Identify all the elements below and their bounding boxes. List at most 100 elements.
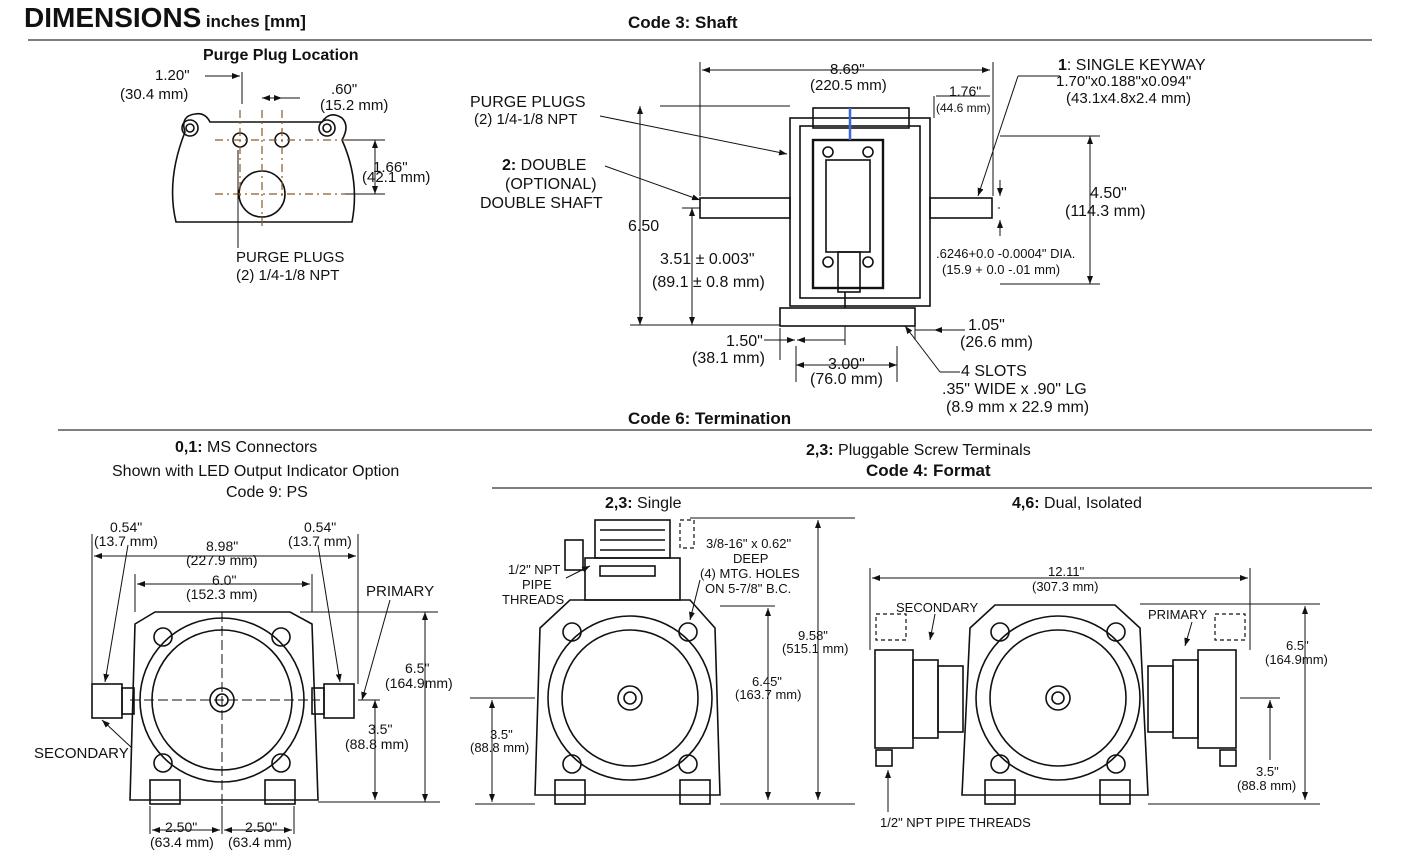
shaft-base-1: 1.50" [726,333,763,350]
dual-dims [869,568,1320,812]
purge-plugs-label-1: PURGE PLUGS [236,249,344,266]
purge-dim-3: 1.66" [373,159,408,176]
ms-width-mm: (227.9 mm) [186,552,258,568]
single-npt-1: 1/2" NPT [508,562,560,577]
purge-dim-3mm: (42.1 mm) [362,169,430,186]
single-height-2: 6.45" [752,674,782,689]
single-holes-3: (4) MTG. HOLES [700,566,800,581]
shaft-slots-2: .35" WIDE x .90" LG [942,381,1087,398]
shaft-dims [599,62,1100,382]
shaft-diameter-mm: (15.9 + 0.0 -.01 mm) [942,262,1060,277]
ms-title-text: MS Connectors [203,439,318,456]
shaft-foot-mm: (26.6 mm) [960,334,1033,351]
ms-width-2: 6.0" [212,572,236,588]
ms-center: 3.5" [368,721,392,737]
purge-center-lines [215,110,345,230]
dual-height: 6.5" [1286,638,1309,653]
single-npt-2: PIPE [522,577,552,592]
shaft-slots-1: 4 SLOTS [961,363,1027,380]
page-title-main: DIMENSIONS [24,2,202,33]
purge-plug-drawing [171,112,356,223]
shaft-keyway-text: : SINGLE KEYWAY [1067,57,1206,74]
shaft-double-title: 2: DOUBLE [502,157,586,174]
dual-title: 4,6: Dual, Isolated [1012,495,1142,512]
ms-dim-a: 0.54" [110,519,142,535]
purge-dims [205,72,385,248]
ms-title-code: 0,1: [175,439,203,456]
section-title-format: Code 4: Format [866,461,991,480]
shaft-double-text: DOUBLE [516,157,586,174]
shaft-double-3: DOUBLE SHAFT [480,195,603,212]
ms-secondary: SECONDARY [34,745,129,762]
shaft-base-2: 3.00" [828,356,865,373]
divider-lines [28,39,1372,489]
dual-primary: PRIMARY [1148,607,1207,622]
dual-center: 3.5" [1256,764,1279,779]
single-height: 9.58" [798,628,828,643]
ms-subtitle-1: Shown with LED Output Indicator Option [112,463,399,480]
ms-width-2-mm: (152.3 mm) [186,586,258,602]
single-holes-1: 3/8-16" x 0.62" [706,536,792,551]
ms-base-2: 2.50" [245,819,277,835]
shaft-keyway-num: 1 [1058,57,1067,74]
dual-secondary: SECONDARY [896,600,978,615]
dual-code: 4,6: [1012,495,1040,512]
shaft-purge-2: (2) 1/4-1/8 NPT [474,111,577,128]
ms-base-1-mm: (63.4 mm) [150,834,214,850]
ms-dim-a-mm: (13.7 mm) [94,533,158,549]
shaft-keyway-title: 1: SINGLE KEYWAY [1058,57,1206,74]
ms-title: 0,1: MS Connectors [175,439,317,456]
dual-center-mm: (88.8 mm) [1237,778,1296,793]
shaft-keyway-dim: 1.76" [949,83,981,99]
purge-plugs-label-2: (2) 1/4-1/8 NPT [236,267,339,284]
ms-drawing [91,611,355,805]
pluggable-title: 2,3: Pluggable Screw Terminals [806,442,1031,459]
shaft-base-1mm: (38.1 mm) [692,350,765,367]
single-center: 3.5" [490,727,513,742]
shaft-foot: 1.05" [968,317,1005,334]
shaft-diameter: .6246+0.0 -0.0004" DIA. [936,246,1075,261]
shaft-keyway-2: 1.70"x0.188"x0.094" [1056,73,1191,90]
page-title: DIMENSIONS inches [mm] [24,2,306,34]
shaft-purge-1: PURGE PLUGS [470,94,586,111]
ms-dim-b: 0.54" [304,519,336,535]
single-dims [470,517,855,805]
purge-title: Purge Plug Location [203,47,359,64]
shaft-axis-height: 4.50" [1090,185,1127,202]
single-npt-3: THREADS [502,592,564,607]
single-code: 2,3: [605,495,633,512]
shaft-drawing [699,107,993,327]
shaft-axis-height-mm: (114.3 mm) [1065,203,1146,220]
ms-height: 6.5" [405,660,429,676]
ms-base-1: 2.50" [165,819,197,835]
shaft-center: 3.51 ± 0.003" [660,251,755,268]
single-drawing [534,519,721,805]
pluggable-text: Pluggable Screw Terminals [834,442,1031,459]
shaft-keyway-3: (43.1x4.8x2.4 mm) [1066,90,1191,107]
dual-drawing [874,604,1237,805]
shaft-center-mm: (89.1 ± 0.8 mm) [652,274,765,291]
single-height-mm: (515.1 mm) [782,641,848,656]
single-title: 2,3: Single [605,495,682,512]
section-title-shaft: Code 3: Shaft [628,13,738,32]
purge-dim-2: .60" [331,81,357,98]
shaft-keyway-dim-mm: (44.6 mm) [936,101,991,115]
shaft-base-2mm: (76.0 mm) [810,371,883,388]
single-center-mm: (88.8 mm) [470,740,529,755]
shaft-double-num: 2: [502,157,516,174]
single-alt-connector [679,519,695,549]
ms-center-lines [130,612,320,810]
ms-width: 8.98" [206,538,238,554]
ms-dim-b-mm: (13.7 mm) [288,533,352,549]
ms-primary: PRIMARY [366,583,434,600]
pluggable-code: 2,3: [806,442,834,459]
purge-dim-2mm: (15.2 mm) [320,97,388,114]
single-height-2-mm: (163.7 mm) [735,687,801,702]
shaft-width-mm: (220.5 mm) [810,77,887,94]
dual-height-mm: (164.9mm) [1265,652,1328,667]
section-title-termination: Code 6: Termination [628,409,792,428]
dual-alt-connectors [875,613,1246,641]
dual-width: 12.11" [1048,564,1085,579]
purge-dim-1: 1.20" [155,67,190,84]
single-holes-2: DEEP [733,551,768,566]
